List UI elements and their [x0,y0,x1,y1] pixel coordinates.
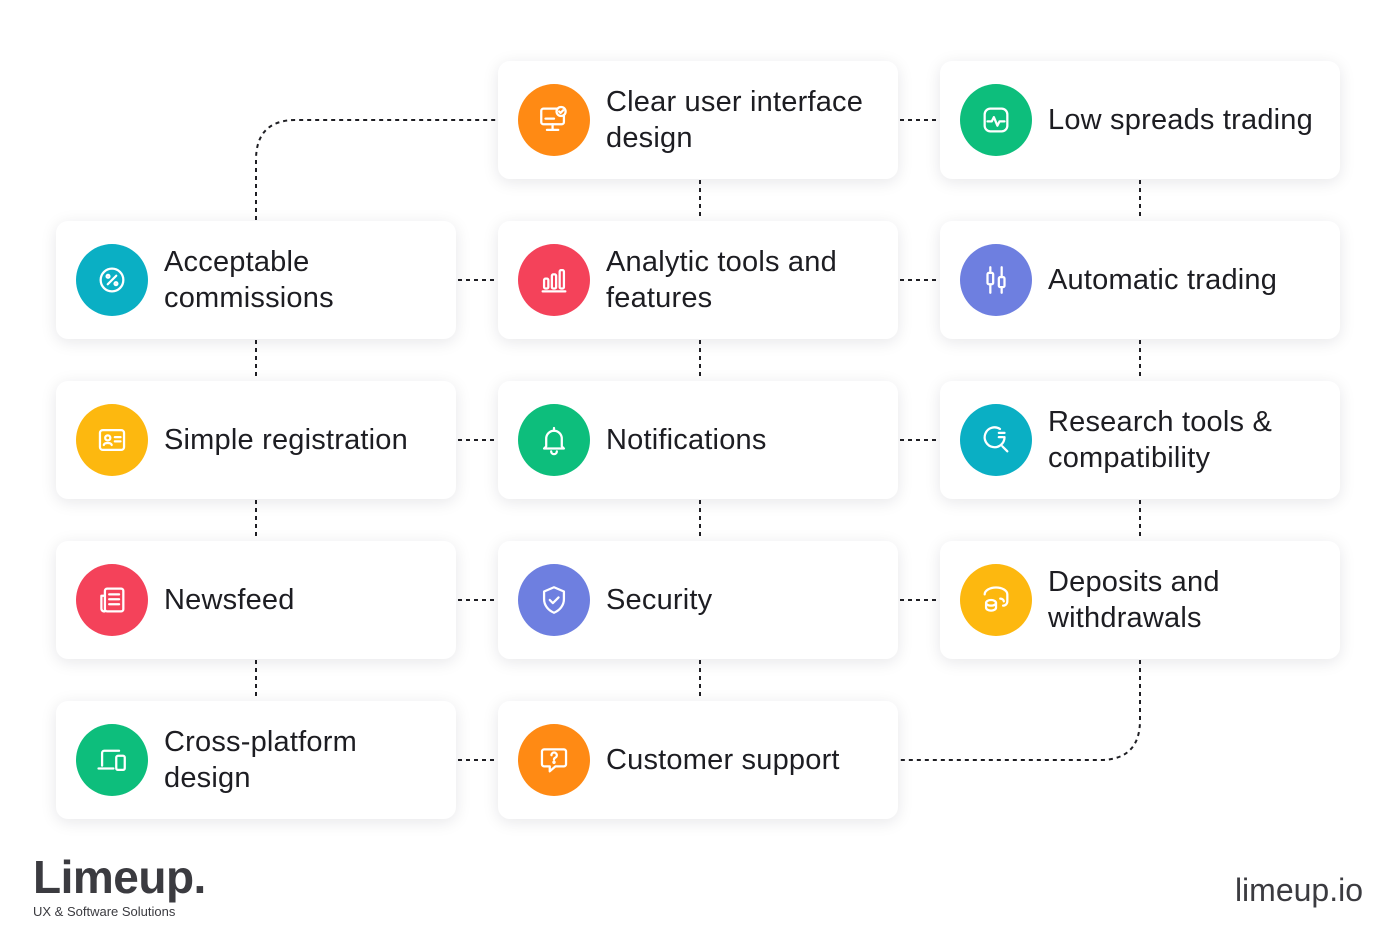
feature-label: Simple registration [164,424,408,456]
feature-label: Cross-platform design [164,726,357,794]
feature-label: Research tools & compatibility [1048,406,1273,474]
question-bubble-icon [518,724,590,796]
newspaper-icon [76,564,148,636]
brand-logo: Limeup. UX & Software Solutions [33,852,206,920]
bell-icon [518,404,590,476]
feature-label: Notifications [606,424,767,456]
feature-card-customer-support: Customer support [498,701,898,819]
id-card-icon [76,404,148,476]
feature-label: Acceptable commissions [164,246,334,314]
feature-label: Analytic tools and features [606,246,837,314]
brand-tagline: UX & Software Solutions [33,904,176,919]
feature-card-newsfeed: Newsfeed [56,541,456,659]
feature-card-analytic-tools: Analytic tools and features [498,221,898,339]
feature-card-notifications: Notifications [498,381,898,499]
feature-label: Customer support [606,744,840,776]
feature-label: Clear user interface design [606,86,864,154]
pulse-screen-icon [960,84,1032,156]
feature-label: Automatic trading [1048,264,1278,296]
brand-name: Limeup. [33,851,206,903]
feature-card-low-spreads: Low spreads trading [940,61,1340,179]
percent-icon [76,244,148,316]
shield-check-icon [518,564,590,636]
candlestick-icon [960,244,1032,316]
feature-card-automatic-trading: Automatic trading [940,221,1340,339]
coins-icon [960,564,1032,636]
feature-card-deposits: Deposits and withdrawals [940,541,1340,659]
feature-card-cross-platform: Cross-platform design [56,701,456,819]
research-search-icon [960,404,1032,476]
feature-label: Security [606,584,713,616]
feature-label: Low spreads trading [1048,104,1313,136]
feature-card-clear-ui: Clear user interface design [498,61,898,179]
devices-icon [76,724,148,796]
feature-card-commissions: Acceptable commissions [56,221,456,339]
feature-card-research-tools: Research tools & compatibility [940,381,1340,499]
brand-site: limeup.io [1234,872,1363,908]
feature-card-security: Security [498,541,898,659]
feature-card-simple-registration: Simple registration [56,381,456,499]
feature-label: Deposits and withdrawals [1048,566,1220,634]
feature-label: Newsfeed [164,584,295,616]
monitor-check-icon [518,84,590,156]
bar-chart-icon [518,244,590,316]
